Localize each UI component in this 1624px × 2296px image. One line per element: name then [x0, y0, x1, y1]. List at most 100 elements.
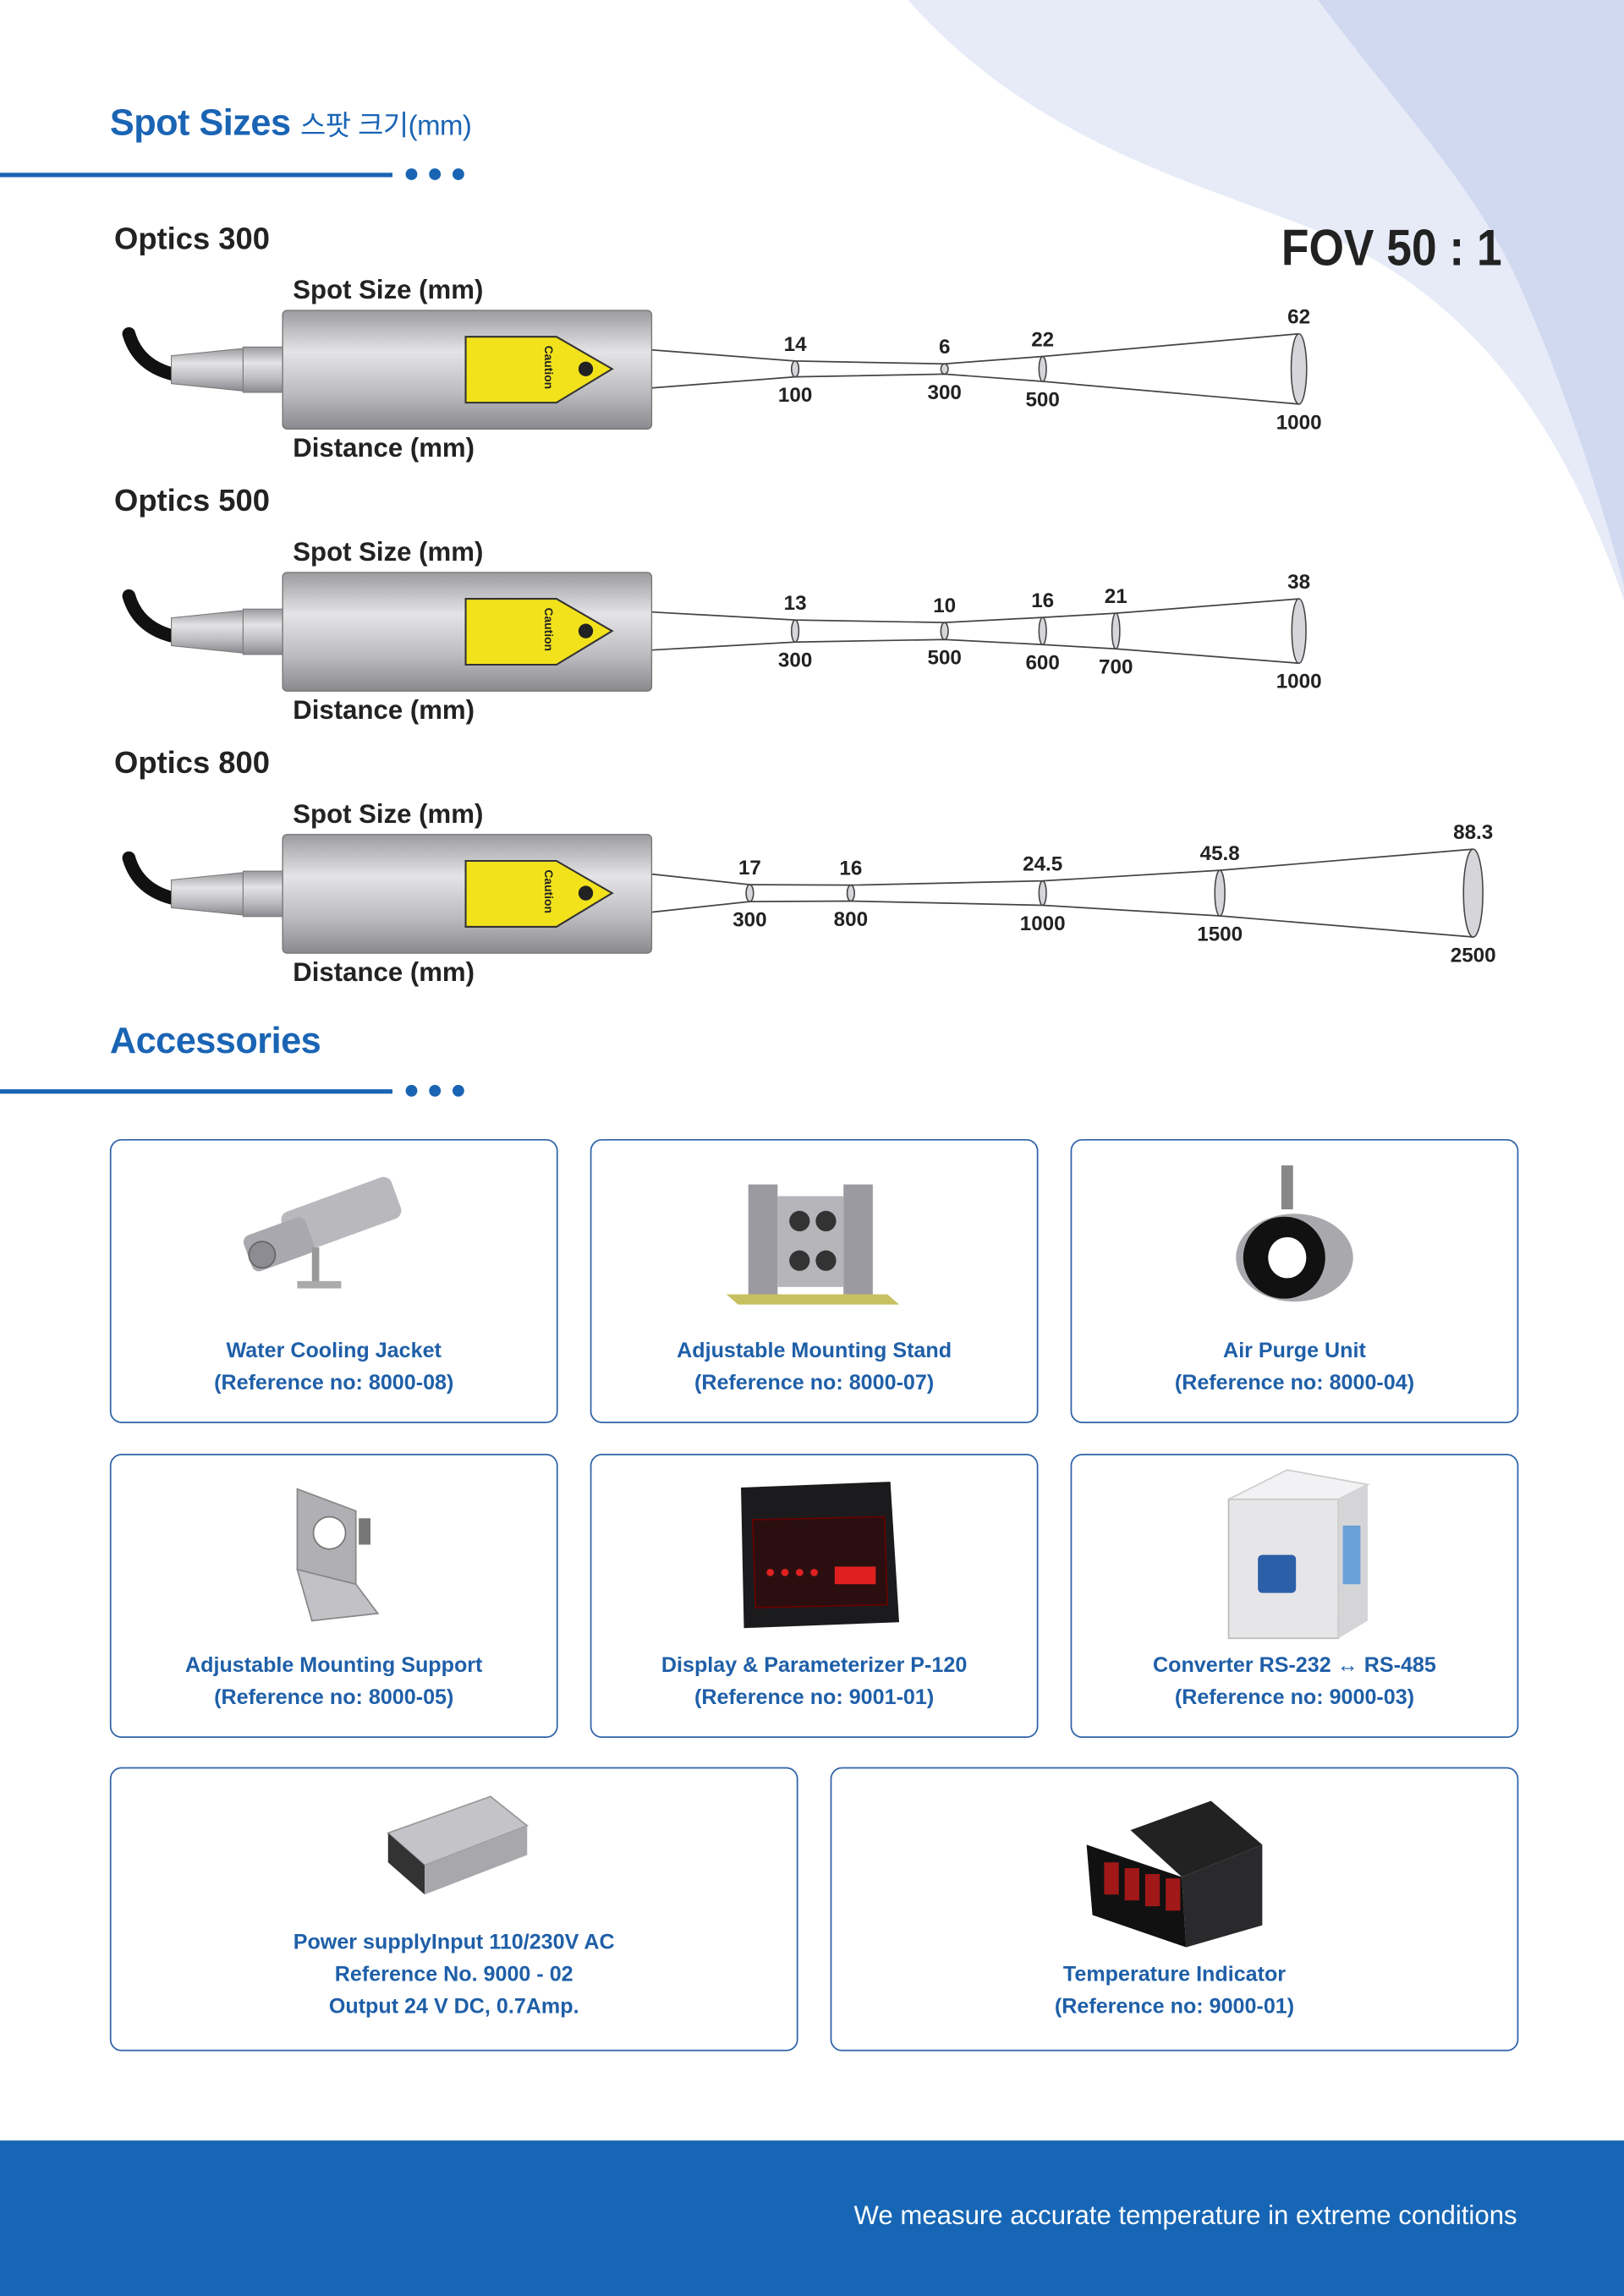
accessory-card-converter[interactable]: Converter RS-232 ↔ RS-485(Reference no: … — [1070, 1454, 1519, 1739]
laser-star-icon — [578, 361, 594, 376]
accessory-card-temperature-indicator[interactable]: Temperature Indicator (Reference no: 9000… — [830, 1767, 1519, 2052]
accessory-name: Display & Parameterizer P-120 — [661, 1654, 968, 1679]
spot-ellipse — [1038, 616, 1047, 646]
spot-size-value: 21 — [1105, 585, 1127, 608]
spot-sizes-title: Spot Sizes 스팟 크기(mm) — [109, 102, 472, 144]
spot-size-axis-label: Spot Size (mm) — [293, 275, 484, 305]
accessory-card-water-cooling-jacket[interactable]: Water Cooling Jacket (Reference no: 8000-… — [109, 1138, 558, 1423]
beam-bottom-line — [651, 638, 1299, 665]
accessory-reference: (Reference no: 8000-05) — [214, 1686, 454, 1711]
distance-value: 700 — [1099, 656, 1133, 679]
accessory-reference: (Reference no: 8000-04) — [1174, 1372, 1415, 1395]
spot-size-axis-label: Spot Size (mm) — [293, 537, 484, 567]
distance-value: 1000 — [1276, 671, 1322, 693]
accessory-name: Temperature Indicator — [1062, 1963, 1287, 1987]
footer-bar: We measure accurate temperature in extre… — [0, 2140, 1624, 2296]
spot-size-value: 38 — [1287, 571, 1310, 594]
section-divider — [0, 173, 392, 178]
accessory-card-mounting-stand[interactable]: Adjustable Mounting Stand (Reference no: … — [590, 1138, 1039, 1423]
laser-caution-label — [464, 859, 614, 928]
distance-axis-label: Distance (mm) — [293, 695, 475, 725]
cable-icon — [122, 326, 183, 382]
spot-ellipse — [1038, 879, 1047, 907]
accessory-card-mounting-support[interactable]: Adjustable Mounting Support (Reference no… — [109, 1454, 558, 1739]
sensor-connector — [171, 872, 244, 916]
optics-title: Optics 500 — [114, 485, 270, 518]
spot-size-value: 88.3 — [1453, 821, 1493, 844]
temperature-indicator-image — [1086, 1800, 1263, 1948]
mounting-support-image — [296, 1488, 380, 1622]
divider-dot — [429, 168, 442, 180]
spot-size-axis-label: Spot Size (mm) — [293, 799, 484, 829]
distance-value: 100 — [778, 384, 812, 407]
accessory-reference: (Reference no: 9000-01) — [1054, 1995, 1295, 2019]
sensor-connector — [171, 610, 244, 654]
spot-ellipse — [790, 360, 800, 378]
power-supply-image — [387, 1795, 529, 1895]
spot-size-value: 14 — [784, 333, 807, 356]
spot-size-value: 10 — [933, 595, 956, 617]
spot-ellipse — [1038, 355, 1047, 382]
distance-value: 1000 — [1276, 411, 1322, 434]
spot-ellipse — [1290, 332, 1308, 405]
spot-ellipse — [1111, 612, 1121, 650]
accessory-name: Air Purge Unit — [1223, 1340, 1366, 1363]
distance-value: 2500 — [1451, 944, 1496, 967]
spot-ellipse — [790, 619, 800, 643]
spot-ellipse — [1291, 598, 1307, 665]
beam-bottom-line — [651, 900, 1473, 938]
accessory-reference: Reference No. 9000 - 02 — [334, 1963, 573, 1987]
distance-value: 300 — [778, 649, 812, 672]
divider-dot — [452, 168, 464, 180]
spot-ellipse — [846, 884, 855, 902]
converter-image — [1227, 1469, 1370, 1640]
spot-ellipse — [1462, 848, 1484, 938]
water-cooling-jacket-image — [243, 1176, 402, 1289]
accessory-reference: (Reference no: 9000-03) — [1174, 1686, 1415, 1711]
divider-dot — [405, 168, 418, 180]
spot-size-value: 45.8 — [1200, 842, 1240, 865]
distance-value: 1000 — [1020, 912, 1066, 935]
distance-value: 500 — [1025, 388, 1059, 411]
distance-axis-label: Distance (mm) — [293, 957, 475, 987]
mounting-stand-image — [726, 1184, 900, 1305]
accessory-card-power-supply[interactable]: Power supplyInput 110/230V AC Reference N… — [109, 1767, 798, 2052]
sensor-connector — [171, 348, 244, 392]
accessory-name: Adjustable Mounting Support — [185, 1654, 483, 1679]
accessories-title: Accessories — [109, 1020, 321, 1062]
spot-size-value: 16 — [1031, 589, 1054, 612]
beam-bottom-line — [651, 373, 1299, 405]
accessory-reference: (Reference no: 8000-07) — [694, 1372, 935, 1395]
cable-icon — [122, 589, 183, 644]
distance-value: 600 — [1025, 652, 1059, 675]
sensor-rear-cap — [242, 870, 285, 918]
footer-tagline: We measure accurate temperature in extre… — [853, 2200, 1517, 2230]
accessory-name: Water Cooling Jacket — [226, 1340, 442, 1363]
spot-size-value: 62 — [1287, 306, 1310, 329]
accessory-card-air-purge-unit[interactable]: Air Purge Unit (Reference no: 8000-04) — [1070, 1138, 1519, 1423]
caution-text: Caution — [542, 346, 556, 390]
distance-axis-label: Distance (mm) — [293, 433, 475, 463]
laser-star-icon — [578, 885, 594, 901]
section-divider — [0, 1089, 392, 1094]
spot-ellipse — [940, 363, 949, 375]
display-p120-image — [741, 1482, 900, 1629]
accessory-card-display-p120[interactable]: Display & Parameterizer P-120(Reference … — [590, 1454, 1039, 1739]
distance-value: 800 — [834, 908, 868, 931]
caution-text: Caution — [542, 607, 556, 651]
spot-size-value: 24.5 — [1023, 853, 1062, 876]
spot-size-value: 13 — [784, 592, 807, 615]
air-purge-unit-image — [1236, 1165, 1353, 1302]
accessory-name: Power supplyInput 110/230V AC — [293, 1931, 615, 1955]
beam-top-line — [651, 598, 1299, 624]
accessory-reference: (Reference no: 8000-08) — [214, 1372, 454, 1395]
laser-star-icon — [578, 623, 594, 638]
distance-value: 300 — [732, 909, 766, 932]
distance-value: 1500 — [1197, 923, 1243, 945]
accessory-name: Adjustable Mounting Stand — [677, 1340, 952, 1363]
laser-caution-label — [464, 598, 614, 666]
beam-top-line — [651, 848, 1473, 886]
